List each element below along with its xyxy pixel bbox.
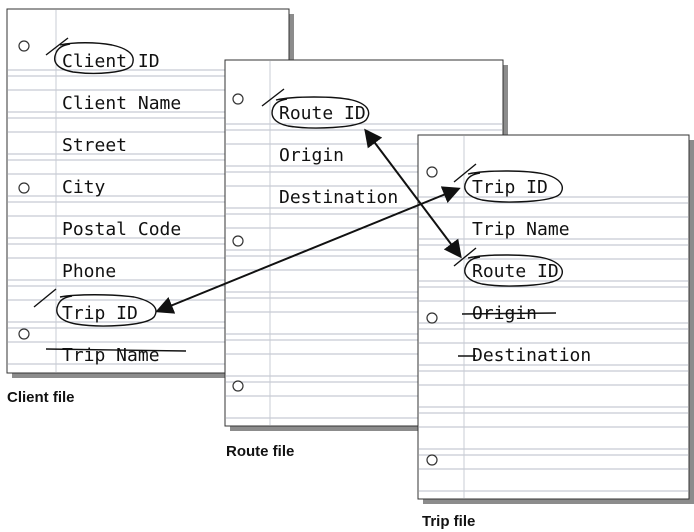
client-field-trip-id: Trip ID bbox=[62, 303, 138, 324]
trip-field-route-id: Route ID bbox=[472, 261, 559, 282]
route-field-destination: Destination bbox=[279, 187, 398, 208]
trip-file-punch-hole-2 bbox=[426, 312, 438, 324]
client-trip-id-foreign-key-circle bbox=[56, 294, 157, 327]
client-id-key-circle bbox=[54, 42, 134, 74]
trip-field-trip-name: Trip Name bbox=[472, 219, 570, 240]
trip-file-punch-hole-3 bbox=[426, 454, 438, 466]
route-id-key-circle bbox=[271, 96, 370, 129]
trip-file-caption: Trip file bbox=[422, 513, 475, 530]
client-id-key-tick bbox=[45, 37, 69, 56]
route-file-punch-hole-2 bbox=[232, 235, 244, 247]
trip-id-key-circle bbox=[464, 170, 563, 203]
client-file-caption: Client file bbox=[7, 389, 75, 406]
trip-file-punch-hole-1 bbox=[426, 166, 438, 178]
client-trip-id-key-tick bbox=[33, 288, 57, 308]
trip-route-id-foreign-key-circle bbox=[464, 254, 563, 287]
route-file-punch-hole-1 bbox=[232, 93, 244, 105]
client-trip-name-strikethrough bbox=[45, 348, 187, 352]
client-field-client-name: Client Name bbox=[62, 93, 181, 114]
client-file-punch-hole-1 bbox=[18, 40, 30, 52]
route-file-punch-hole-3 bbox=[232, 380, 244, 392]
trip-field-trip-id: Trip ID bbox=[472, 177, 548, 198]
client-field-trip-name: Trip Name bbox=[62, 345, 160, 366]
trip-id-relationship-arrow bbox=[155, 186, 461, 314]
route-field-origin: Origin bbox=[279, 145, 344, 166]
client-file-punch-hole-2 bbox=[18, 182, 30, 194]
route-file-caption: Route file bbox=[226, 443, 294, 460]
route-id-key-tick bbox=[261, 88, 285, 107]
client-field-street: Street bbox=[62, 135, 127, 156]
trip-origin-strikethrough bbox=[461, 312, 557, 315]
trip-field-destination: Destination bbox=[472, 345, 591, 366]
trip-file-sheet: Trip ID Trip Name Route ID Origin Destin… bbox=[417, 134, 694, 530]
client-field-client-id: Client ID bbox=[62, 51, 160, 72]
client-field-phone: Phone bbox=[62, 261, 116, 282]
client-field-city: City bbox=[62, 177, 106, 198]
client-file-punch-hole-3 bbox=[18, 328, 30, 340]
route-field-route-id: Route ID bbox=[279, 103, 366, 124]
client-field-postal-code: Postal Code bbox=[62, 219, 181, 240]
trip-file-page bbox=[417, 134, 690, 500]
